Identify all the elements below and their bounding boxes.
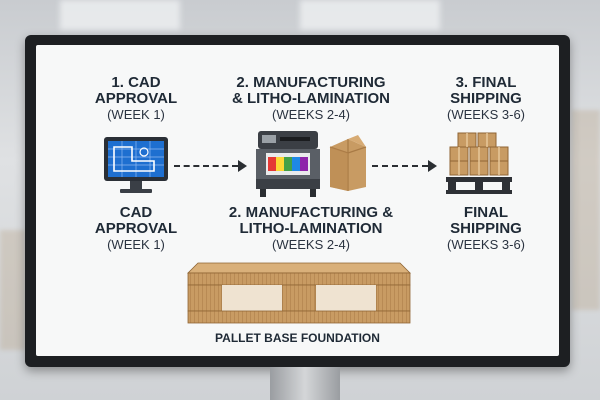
pallet-label: PALLET BASE FOUNDATION xyxy=(36,331,559,345)
screen: 1. CAD APPROVAL (WEEK 1) 2. MANUFACTURIN… xyxy=(36,45,559,356)
bg-window xyxy=(300,0,440,30)
step-2-bottom-title: 2. MANUFACTURING & LITHO-LAMINATION (WEE… xyxy=(206,205,416,253)
step-3-top-title: 3. FINAL SHIPPING (WEEKS 3-6) xyxy=(431,75,541,123)
monitor: 1. CAD APPROVAL (WEEK 1) 2. MANUFACTURIN… xyxy=(25,35,570,367)
flow-arrow-1 xyxy=(174,165,238,167)
bg-shelf xyxy=(0,230,25,350)
flow-arrow-2-head xyxy=(428,160,437,172)
blueprint-monitor-icon xyxy=(102,135,170,199)
flow-arrow-1-head xyxy=(238,160,247,172)
monitor-stand xyxy=(270,367,340,400)
pallet-boxes-icon xyxy=(444,131,514,199)
pallet-foundation-icon xyxy=(186,261,412,327)
step-2-top-title: 2. MANUFACTURING & LITHO-LAMINATION (WEE… xyxy=(211,75,411,123)
step-3-bottom-title: FINAL SHIPPING (WEEKS 3-6) xyxy=(431,205,541,253)
cardboard-box-icon xyxy=(328,135,368,193)
step-1-bottom-title: CAD APPROVAL (WEEK 1) xyxy=(76,205,196,253)
flow-arrow-2 xyxy=(372,165,428,167)
step-1-top-title: 1. CAD APPROVAL (WEEK 1) xyxy=(76,75,196,123)
printer-icon xyxy=(254,129,322,199)
bg-window xyxy=(60,0,180,30)
bg-shelf xyxy=(572,110,600,310)
